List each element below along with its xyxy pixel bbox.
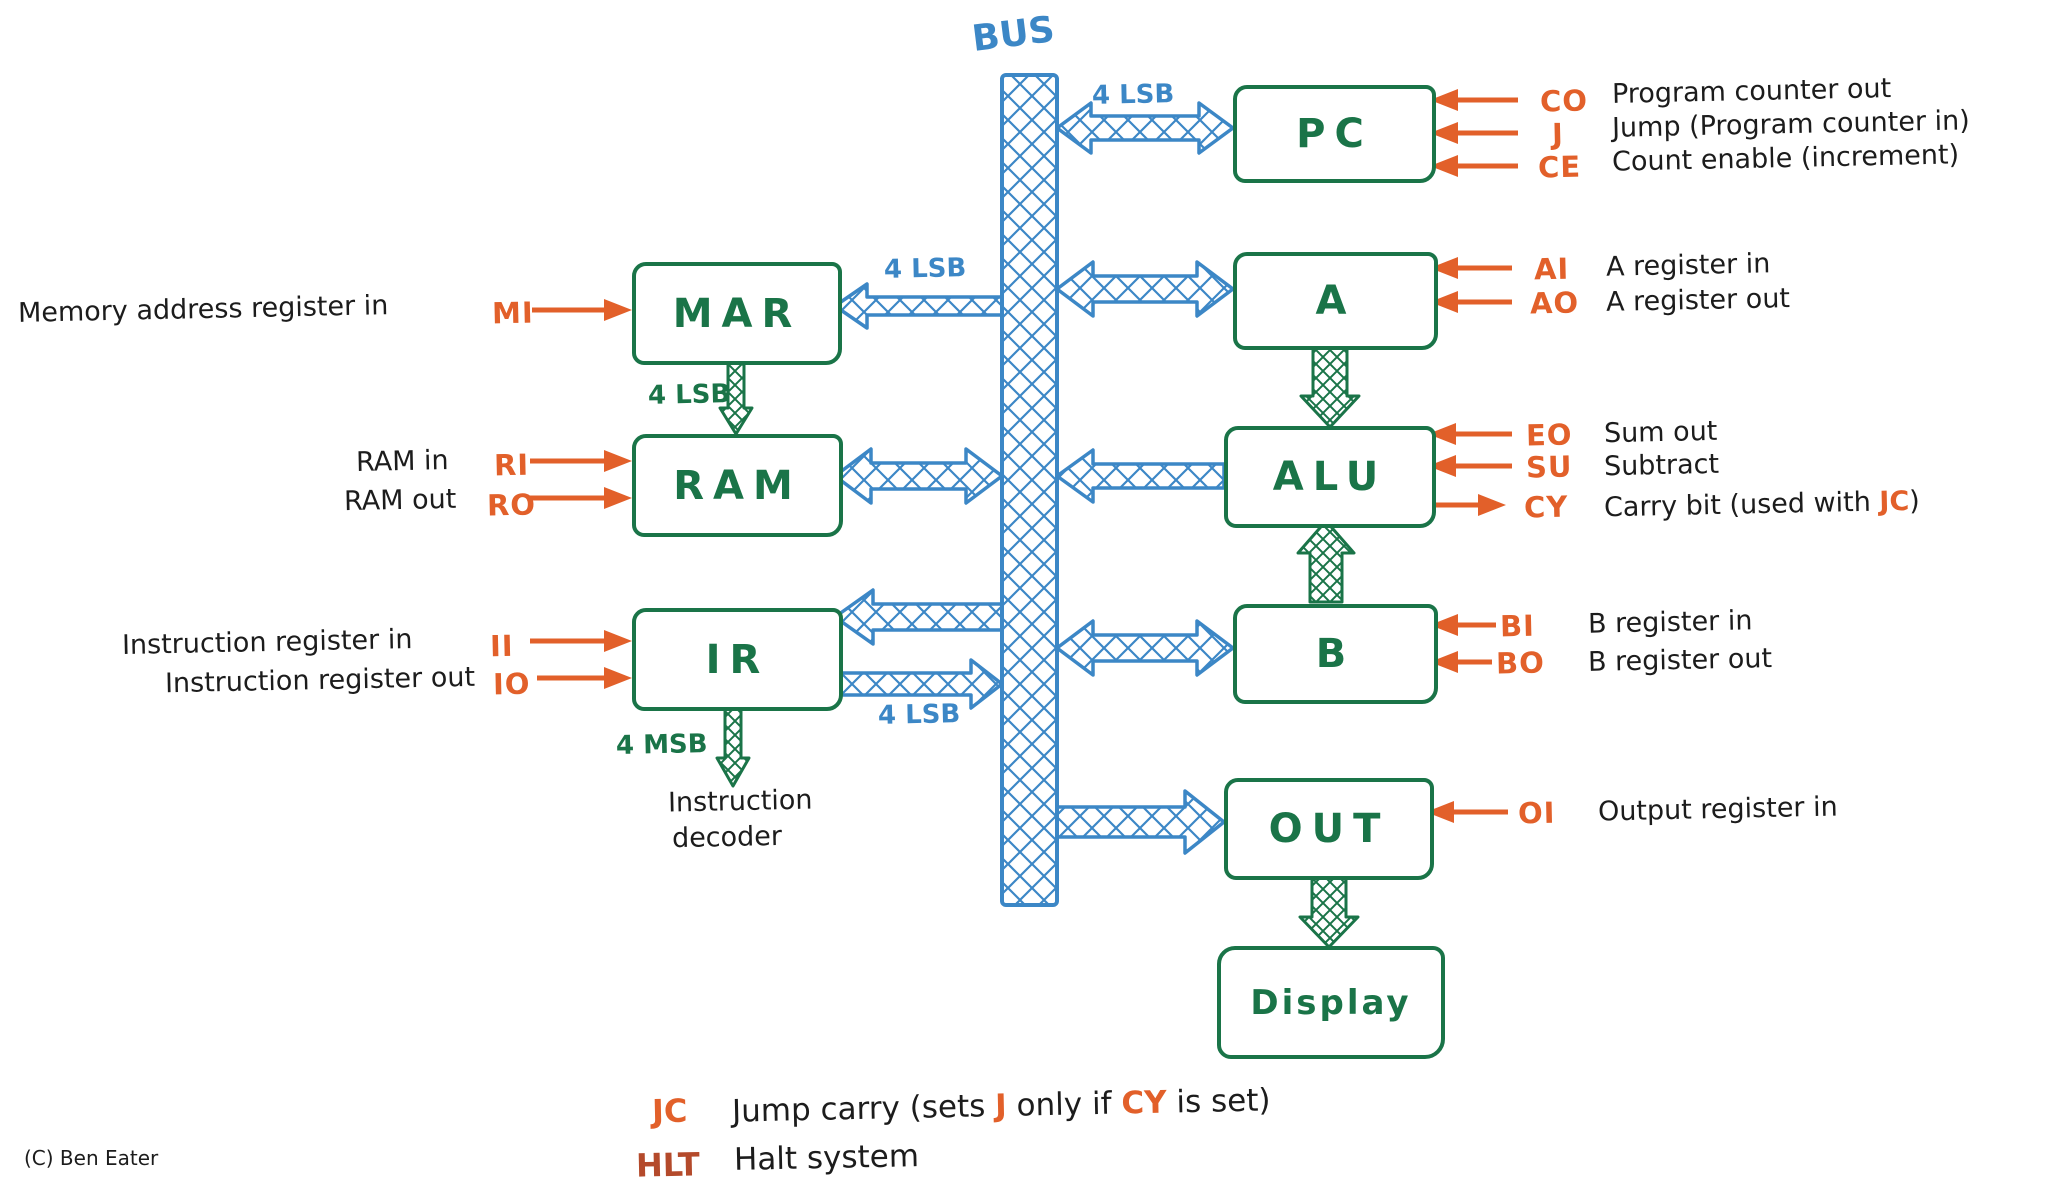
- a-bus-arrow: [1055, 260, 1235, 318]
- block-out: OUT: [1224, 778, 1434, 880]
- ii-desc: Instruction register in: [121, 623, 413, 662]
- block-ir: IR: [632, 608, 843, 711]
- pc-bus-arrow: [1055, 101, 1235, 155]
- mar-ram-width-label: 4 LSB: [647, 379, 731, 411]
- block-b-label: B: [1315, 631, 1356, 677]
- legend-jc-code: JC: [651, 1091, 688, 1131]
- mar-bus-width-label: 4 LSB: [883, 253, 967, 285]
- cy-desc-pre: Carry bit (used with: [1603, 486, 1880, 524]
- block-pc-label: PC: [1296, 111, 1373, 157]
- ao-desc: A register out: [1605, 283, 1791, 318]
- mi-arrowhead: [604, 299, 632, 321]
- eo-code: EO: [1525, 417, 1573, 453]
- instruction-decoder-line2: decoder: [671, 820, 783, 855]
- cy-desc-jc: JC: [1879, 485, 1910, 518]
- block-mar-label: MAR: [672, 290, 802, 337]
- ri-desc: RAM in: [355, 445, 449, 478]
- cy-desc-post: ): [1908, 485, 1921, 517]
- block-mar: MAR: [632, 262, 842, 365]
- j-arrowhead: [1430, 122, 1458, 144]
- su-code: SU: [1525, 449, 1573, 485]
- ir-out-bus-arrow: [833, 658, 1004, 710]
- mi-code: MI: [491, 295, 535, 331]
- mar-ram-arrow: [718, 355, 754, 436]
- co-arrowhead: [1430, 89, 1458, 111]
- cy-desc: Carry bit (used with JC): [1604, 486, 1920, 524]
- ao-code: AO: [1529, 285, 1580, 321]
- alu-bus-arrow: [1055, 448, 1226, 504]
- pc-bus-width-label: 4 LSB: [1091, 79, 1175, 111]
- bo-code: BO: [1495, 645, 1546, 681]
- j-code: J: [1551, 116, 1565, 152]
- block-a: A: [1233, 252, 1438, 350]
- io-arrowhead: [604, 667, 632, 689]
- bus-bar: [1000, 73, 1059, 907]
- legend-hlt-code: HLT: [635, 1145, 701, 1180]
- ai-arrowhead: [1430, 257, 1458, 279]
- ro-arrowhead: [604, 487, 632, 509]
- ii-arrowhead: [604, 630, 632, 652]
- cy-code: CY: [1523, 489, 1569, 525]
- ao-arrowhead: [1430, 291, 1458, 313]
- ro-desc: RAM out: [343, 483, 457, 518]
- b-bus-arrow: [1055, 619, 1235, 677]
- mar-bus-arrow: [833, 282, 1004, 330]
- bi-arrowhead: [1430, 614, 1458, 636]
- bo-arrowhead: [1430, 651, 1458, 673]
- ri-arrowhead: [604, 450, 632, 472]
- ii-code: II: [489, 628, 514, 664]
- eo-arrowhead: [1428, 423, 1456, 445]
- block-ram: RAM: [632, 434, 843, 537]
- ir-decoder-width-label: 4 MSB: [615, 729, 708, 761]
- ir-in-bus-arrow: [833, 588, 1004, 646]
- bo-desc: B register out: [1587, 643, 1773, 678]
- ir-decoder-arrow: [715, 702, 751, 788]
- oi-desc: Output register in: [1597, 791, 1839, 828]
- ir-bus-width-label: 4 LSB: [877, 699, 961, 731]
- legend-hlt-desc: Halt system: [733, 1138, 920, 1178]
- bi-code: BI: [1499, 608, 1536, 644]
- block-display: Display: [1217, 946, 1445, 1059]
- out-display-arrow: [1298, 871, 1360, 949]
- cy-arrowhead: [1478, 494, 1506, 516]
- block-ir-label: IR: [705, 636, 770, 683]
- instruction-decoder-line1: Instruction: [667, 784, 813, 819]
- oi-arrowhead: [1426, 801, 1454, 823]
- out-bus-arrow: [1055, 789, 1226, 855]
- ro-code: RO: [486, 487, 537, 523]
- block-display-label: Display: [1250, 982, 1412, 1023]
- co-code: CO: [1539, 83, 1589, 119]
- ce-code: CE: [1537, 149, 1582, 185]
- io-desc: Instruction register out: [164, 661, 476, 700]
- co-desc: Program counter out: [1611, 73, 1892, 110]
- block-a-label: A: [1315, 278, 1356, 324]
- legend-jc-h2: CY: [1121, 1084, 1167, 1122]
- bi-desc: B register in: [1587, 605, 1753, 640]
- ce-arrowhead: [1430, 155, 1458, 177]
- copyright-notice: (C) Ben Eater: [24, 1146, 159, 1170]
- io-code: IO: [492, 666, 531, 702]
- legend-jc-p2: only if: [1006, 1085, 1122, 1124]
- su-desc: Subtract: [1603, 448, 1720, 483]
- block-b: B: [1233, 604, 1438, 704]
- ri-code: RI: [493, 447, 530, 483]
- block-out-label: OUT: [1268, 806, 1390, 852]
- block-pc: PC: [1233, 85, 1436, 183]
- ram-bus-arrow: [833, 447, 1004, 505]
- legend-jc-h1: J: [994, 1087, 1008, 1125]
- ai-desc: A register in: [1605, 248, 1771, 283]
- b-alu-arrow: [1296, 519, 1356, 604]
- legend-jc-p1: Jump carry (sets: [731, 1088, 996, 1130]
- block-alu: ALU: [1224, 426, 1436, 528]
- legend-jc-p3: is set): [1166, 1082, 1271, 1121]
- a-alu-arrow: [1299, 343, 1361, 429]
- block-ram-label: RAM: [673, 462, 802, 509]
- block-alu-label: ALU: [1272, 454, 1388, 500]
- ai-code: AI: [1533, 251, 1570, 287]
- su-arrowhead: [1428, 455, 1456, 477]
- eo-desc: Sum out: [1603, 415, 1718, 450]
- oi-code: OI: [1517, 795, 1556, 831]
